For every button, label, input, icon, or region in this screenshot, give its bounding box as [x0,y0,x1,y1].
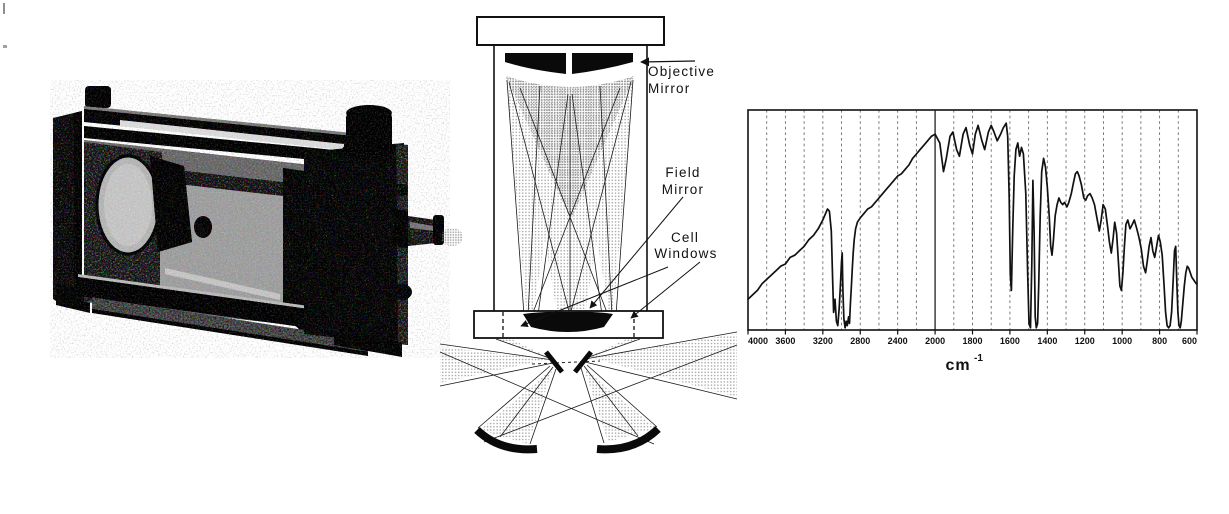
spectrum-axis-ticks [747,330,1198,335]
curved-mirror-right [596,426,661,454]
x-axis-unit-exponent: -1 [974,353,983,364]
photo-bottom-rail [78,277,352,334]
scan-speck [3,45,7,48]
lower-beams [439,331,738,445]
cell-windows-label-line2: Windows [654,246,717,261]
optical-ray-diagram: Objective Mirror Field Mirror Cell Windo… [439,16,738,454]
x-tick-label: 1200 [1075,336,1095,346]
objective-mirror-label-line1: Objective [648,64,715,79]
x-tick-label: 2800 [850,336,870,346]
cell-windows-label-line1: Cell [671,230,699,245]
photo-right-end-plate [304,143,408,345]
gas-cell-photograph [53,86,444,357]
field-mirror-leader [589,196,684,309]
x-tick-label: 2400 [888,336,908,346]
field-mirror-label-line2: Mirror [662,182,704,197]
x-tick-label: 1600 [1000,336,1020,346]
photo-top-rail-2 [84,126,356,164]
x-tick-label: 4000 [748,336,768,346]
x-tick-label: 1400 [1037,336,1057,346]
x-tick-label: 2000 [925,336,945,346]
x-tick-label: 3200 [813,336,833,346]
x-axis-unit: cm [945,357,970,374]
spectrum-axis-tick-labels: 4000 3600 3200 2800 2400 2000 1800 1600 1400 1200… [748,336,1197,346]
ir-spectrum-chart: 4000 3600 3200 2800 2400 2000 1800 1600 1400 1200… [747,109,1198,374]
top-mounting-plate [476,16,665,46]
photo-right-foot [334,331,402,357]
cell-window-leader-left [520,266,669,327]
x-tick-label: 1000 [1112,336,1132,346]
spectrum-gridlines [766,110,1179,330]
x-tick-label: 3600 [775,336,795,346]
spectrum-trace [747,122,1198,329]
scan-speck [3,3,5,14]
photo-top-left-knob [85,86,111,108]
objective-mirror-label-line2: Mirror [648,81,690,96]
cell-window-leader-right [630,261,701,319]
x-tick-label: 1800 [962,336,982,346]
transfer-mirror-right [573,350,593,374]
objective-mirror-leader [640,57,696,67]
x-tick-label: 600 [1182,336,1197,346]
field-mirror-label-line1: Field [665,165,700,180]
field-mirror [523,311,613,332]
curved-mirror-left [474,427,538,454]
objective-mirror [505,53,633,74]
cell-beam-fans [506,76,634,317]
x-tick-label: 800 [1152,336,1167,346]
transfer-mirror-left [544,350,564,374]
scan-smudge [441,228,463,246]
